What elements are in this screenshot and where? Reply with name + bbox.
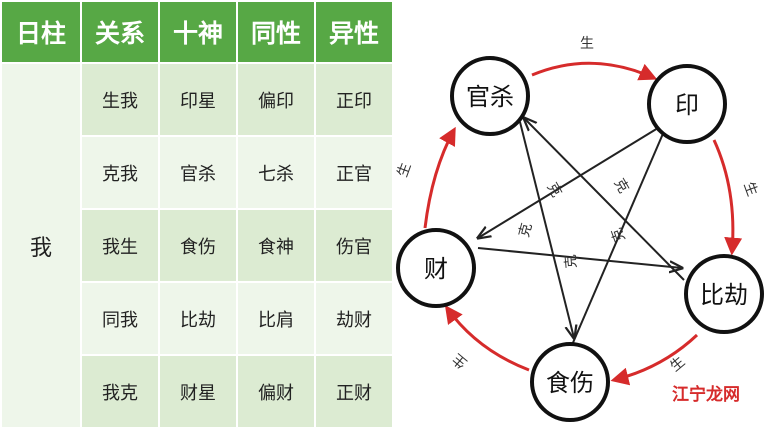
cell: 我克	[80, 354, 160, 429]
self-cell: 我	[0, 62, 82, 429]
restrain-arrow-cai-bijie	[477, 247, 682, 268]
generate-arc-cai-guansha	[423, 126, 456, 229]
node-cai: 财	[396, 228, 476, 308]
cell: 伤官	[314, 208, 394, 283]
header-day-pillar: 日柱	[0, 0, 82, 64]
cell: 生我	[80, 62, 160, 137]
watermark: 江宁龙网	[642, 378, 770, 408]
cell: 财星	[158, 354, 238, 429]
watermark-text: 江宁龙网	[672, 384, 740, 405]
ten-gods-table: 日柱 关系 十神 同性 异性 我 生我 印星 偏印 正印 克我 官杀 七杀 正官	[0, 0, 394, 429]
restrain-label: 克	[516, 221, 535, 239]
table-row: 同我 比劫 比肩 劫财	[1, 281, 394, 356]
node-cai-label: 财	[424, 255, 448, 283]
table-row: 克我 官杀 七杀 正官	[1, 135, 394, 210]
table-row: 我克 财星 偏财 正财	[1, 354, 394, 429]
cell: 劫财	[314, 281, 394, 356]
cell: 比劫	[158, 281, 238, 356]
restrain-label: 克	[563, 254, 580, 269]
restrain-arrow-yin-cai	[478, 127, 659, 238]
generate-label: 生	[580, 36, 594, 52]
node-yin: 印	[647, 64, 727, 144]
cell: 官杀	[158, 135, 238, 210]
restrain-arrow-shishang-yin	[571, 122, 668, 346]
node-bijie: 比劫	[684, 254, 764, 334]
generate-arc-bijie-shishang	[610, 333, 699, 386]
restrain-label: 克	[544, 180, 565, 200]
node-shishang-label: 食伤	[546, 369, 594, 397]
cell: 正官	[314, 135, 394, 210]
generate-arc-shishang-cai	[444, 305, 530, 372]
node-bijie-label: 比劫	[700, 281, 748, 309]
restrain-arrow-guansha-shishang	[519, 121, 574, 338]
cell: 七杀	[236, 135, 316, 210]
restrain-arrow-bijie-guansha	[524, 118, 685, 281]
cell: 食伤	[158, 208, 238, 283]
node-guansha: 官杀	[450, 56, 530, 136]
header-ten-gods: 十神	[158, 0, 238, 64]
cell: 印星	[158, 62, 238, 137]
cell: 同我	[80, 281, 160, 356]
node-guansha-label: 官杀	[466, 83, 514, 111]
cell: 我生	[80, 208, 160, 283]
cell: 偏财	[236, 354, 316, 429]
header-opposite-polarity: 异性	[314, 0, 394, 64]
cell: 正印	[314, 62, 394, 137]
cell: 偏印	[236, 62, 316, 137]
cell: 食神	[236, 208, 316, 283]
restrain-label: 克	[611, 176, 632, 196]
generate-arc-guansha-yin	[531, 61, 658, 81]
generate-label: 生	[395, 161, 415, 180]
header-relation: 关系	[80, 0, 160, 64]
generate-arc-yin-bijie	[712, 139, 743, 256]
cell: 比肩	[236, 281, 316, 356]
table-header-row: 日柱 关系 十神 同性 异性	[0, 0, 394, 64]
generate-label: 生	[740, 180, 760, 199]
header-same-polarity: 同性	[236, 0, 316, 64]
five-element-cycle-diagram: 生 生 生 生 生 克 克 克 克 克 官杀 印 比劫 食伤 财 江宁龙网	[395, 36, 770, 422]
cell: 正财	[314, 354, 394, 429]
restrain-label: 克	[609, 225, 629, 244]
generate-label: 生	[450, 350, 471, 371]
node-shishang: 食伤	[530, 342, 610, 422]
table-row: 我生 食伤 食神 伤官	[1, 208, 394, 283]
table-row: 我 生我 印星 偏印 正印	[0, 62, 394, 429]
node-yin-label: 印	[675, 91, 699, 119]
cell: 克我	[80, 135, 160, 210]
